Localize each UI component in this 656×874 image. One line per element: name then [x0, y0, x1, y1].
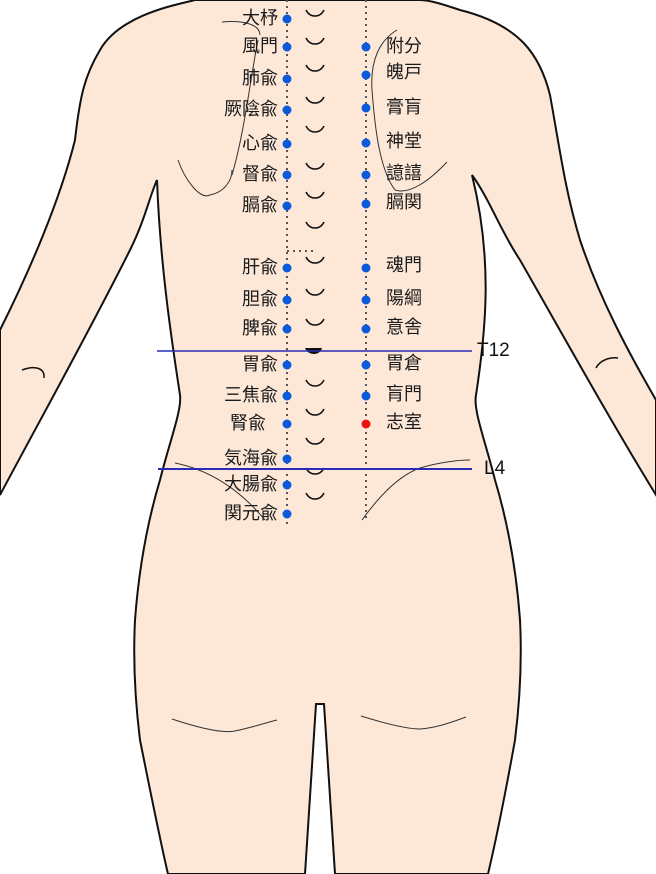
level-label-t12: T12 — [477, 340, 510, 361]
level-label-l4: L4 — [484, 458, 506, 479]
point-label: 神堂 — [386, 131, 422, 152]
point-label: 大腸兪 — [224, 474, 278, 495]
point-label: 大杼 — [242, 8, 278, 29]
acupoint-dot-highlight[interactable] — [361, 419, 371, 429]
acupoint-dot[interactable] — [282, 263, 292, 273]
acupoint-dot[interactable] — [282, 201, 292, 211]
point-label: 胃兪 — [242, 354, 278, 375]
acupoint-dot[interactable] — [282, 509, 292, 519]
acupoint-dot[interactable] — [282, 480, 292, 490]
point-label: 魄戸 — [386, 62, 422, 83]
point-label: 心兪 — [242, 133, 278, 154]
vertebra-marks — [305, 9, 325, 500]
point-label: 督兪 — [242, 164, 278, 185]
acupoint-dot[interactable] — [361, 295, 371, 305]
point-label: 膏肓 — [386, 97, 422, 118]
point-label: 気海兪 — [224, 448, 278, 469]
point-label: 風門 — [242, 36, 278, 57]
point-label: 肓門 — [386, 384, 422, 405]
point-label: 譩譆 — [386, 163, 422, 184]
point-label: 腎兪 — [230, 413, 266, 434]
point-label: 肺兪 — [242, 68, 278, 89]
acupoint-dot[interactable] — [361, 170, 371, 180]
point-label: 附分 — [386, 36, 422, 57]
point-label: 肝兪 — [242, 257, 278, 278]
acupoint-dot[interactable] — [282, 295, 292, 305]
acupoint-dot[interactable] — [282, 42, 292, 52]
acupoint-dot[interactable] — [361, 70, 371, 80]
point-label: 関元兪 — [224, 503, 278, 524]
point-label: 胆兪 — [242, 289, 278, 310]
acupoint-dot[interactable] — [361, 391, 371, 401]
acupoint-dot[interactable] — [282, 139, 292, 149]
acupoint-dot[interactable] — [361, 138, 371, 148]
acupoint-dot[interactable] — [282, 170, 292, 180]
acupoint-dot[interactable] — [282, 14, 292, 24]
acupoint-dot[interactable] — [282, 419, 292, 429]
acupoint-dot[interactable] — [361, 199, 371, 209]
point-label: 陽綱 — [386, 288, 422, 309]
point-label: 魂門 — [386, 255, 422, 276]
point-label: 膈兪 — [242, 195, 278, 216]
acupoint-dot[interactable] — [282, 105, 292, 115]
point-label: 三焦兪 — [224, 385, 278, 406]
point-label: 厥陰兪 — [224, 99, 278, 120]
acupoint-dot[interactable] — [282, 391, 292, 401]
point-label: 意舎 — [386, 317, 422, 338]
point-label: 脾兪 — [242, 318, 278, 339]
acupoint-dot[interactable] — [282, 74, 292, 84]
point-label-highlight: 志室 — [386, 412, 422, 433]
point-label: 胃倉 — [386, 353, 422, 374]
acupoint-dot[interactable] — [361, 360, 371, 370]
acupoint-dot[interactable] — [361, 42, 371, 52]
point-label: 膈関 — [386, 192, 422, 213]
acupoint-dot[interactable] — [361, 324, 371, 334]
acupoint-dot[interactable] — [361, 103, 371, 113]
acupoint-dot[interactable] — [282, 454, 292, 464]
acupoint-dot[interactable] — [282, 324, 292, 334]
acupoint-dot[interactable] — [361, 263, 371, 273]
acupoint-dot[interactable] — [282, 360, 292, 370]
